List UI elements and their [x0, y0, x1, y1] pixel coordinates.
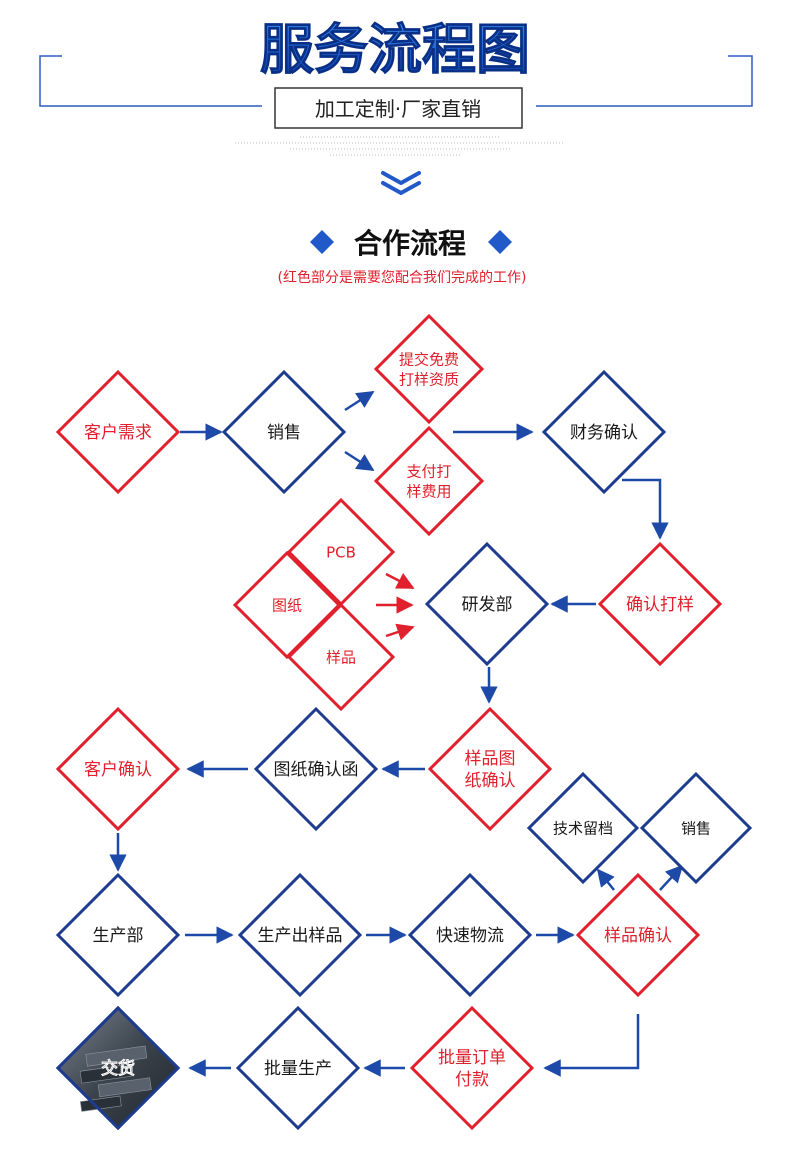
diamond-shape: [575, 872, 701, 998]
diamond-shape: [526, 771, 640, 885]
section-note: (红色部分是需要您配合我们完成的工作): [278, 269, 527, 286]
flow-edges: [109, 390, 684, 1077]
diamond-shape: [597, 541, 723, 667]
node-label: 纸确认: [465, 771, 516, 791]
node-tuzhiquerenhan: 图纸确认函: [253, 706, 379, 832]
node-label: 财务确认: [570, 423, 638, 443]
arrow-caiwuqueren-to-querendayang: [622, 478, 669, 540]
flow-nodes: 客户需求销售提交免费打样资质支付打样费用财务确认确认打样研发部PCB图纸样品样品…: [55, 313, 753, 1131]
node-label: 生产出样品: [258, 926, 343, 946]
node-label: 批量生产: [264, 1059, 332, 1079]
node-label: 客户确认: [84, 760, 152, 780]
node-label: 销售: [681, 819, 711, 837]
photo-bar: [97, 1077, 152, 1098]
node-jiaohuo: 交货: [55, 1005, 181, 1131]
diamond-shape: [373, 313, 485, 425]
diamond-shape: [409, 1005, 535, 1131]
arrow-yangpin-to-yanfabu: [385, 623, 415, 641]
diamond-shape: [55, 872, 181, 998]
node-xiaoshou2: 销售: [639, 771, 753, 885]
node-label: 生产部: [93, 926, 144, 946]
node-label: 样费用: [406, 482, 451, 500]
header-title: 服务流程图: [260, 18, 530, 81]
node-shengchanchuyangpin: 生产出样品: [237, 872, 363, 998]
node-label: 销售: [267, 423, 301, 443]
subtitle-box: [274, 87, 523, 129]
node-label: 付款: [455, 1070, 489, 1090]
diamond-bullet-right-icon: [488, 230, 512, 254]
node-label: 快速物流: [436, 926, 504, 946]
node-label: 图纸确认函: [274, 760, 359, 780]
photo-bar: [79, 1064, 132, 1084]
node-yanfabu: 研发部: [424, 541, 550, 667]
diamond-shape: [424, 541, 550, 667]
node-label: 批量订单: [438, 1048, 506, 1068]
arrow-yangpinqueren-to-jishuliudang: [596, 868, 615, 891]
header-bracket-right: [536, 55, 753, 107]
header-bracket-left: [39, 55, 262, 107]
node-label: 图纸: [272, 596, 302, 614]
node-label: 交货: [101, 1058, 135, 1079]
node-querendayang: 确认打样: [597, 541, 723, 667]
node-kehuqueren: 客户确认: [55, 706, 181, 832]
node-label: 客户需求: [84, 423, 152, 443]
node-label: 打样资质: [399, 370, 459, 388]
diamond-border: [55, 1005, 181, 1131]
arrow-yangpinqueren-to-piliangdingdan: [543, 1014, 640, 1077]
section-header: 合作流程 (红色部分是需要您配合我们完成的工作): [278, 227, 527, 286]
arrow-yangpinqueren-to-xiaoshou2: [659, 864, 684, 891]
node-shengchanbu: 生产部: [55, 872, 181, 998]
node-label: 研发部: [462, 595, 513, 615]
diamond-shape: [55, 706, 181, 832]
node-label: 确认打样: [626, 595, 694, 615]
diamond-shape: [639, 771, 753, 885]
node-yangpinqueren: 样品确认: [575, 872, 701, 998]
diamond-shape: [221, 369, 347, 495]
node-kehuxuqiu: 客户需求: [55, 369, 181, 495]
node-label: 提交免费: [399, 350, 459, 368]
node-xiaoshou1: 销售: [221, 369, 347, 495]
diamond-shape: [237, 872, 363, 998]
node-label: 技术留档: [553, 819, 613, 837]
page-header: 服务流程图 加工定制·厂家直销: [39, 18, 753, 195]
node-label: 样品确认: [604, 926, 672, 946]
node-label: 支付打: [406, 462, 451, 480]
photo-bar: [85, 1045, 148, 1067]
decorative-dots: [235, 136, 565, 156]
node-kuaisuwuliu: 快速物流: [407, 872, 533, 998]
header-subtitle: 加工定制·厂家直销: [315, 97, 481, 121]
node-label: 样品图: [465, 749, 516, 769]
node-yangpin: 样品: [286, 602, 396, 712]
diamond-shape: [541, 369, 667, 495]
diamond-shape: [407, 872, 533, 998]
section-title: 合作流程: [354, 227, 466, 260]
diamond-shape: [55, 369, 181, 495]
node-label: PCB: [326, 543, 356, 561]
arrow-xiaoshou1-to-zhifudayang: [344, 450, 375, 472]
photo-bar: [79, 1095, 122, 1112]
diamond-shape: [235, 1005, 361, 1131]
arrow-xiaoshou1-to-tijiaomianfei: [344, 390, 375, 412]
diamond-shape: [286, 602, 396, 712]
node-piliangshengchan: 批量生产: [235, 1005, 361, 1131]
diamond-shape: [253, 706, 379, 832]
chevron-down-icon: [381, 171, 421, 195]
diamond-shape: [373, 425, 485, 537]
node-label: 样品: [326, 648, 356, 666]
node-jishuliudang: 技术留档: [526, 771, 640, 885]
diamond-shape: [427, 706, 553, 832]
node-pcb: PCB: [286, 497, 396, 607]
node-caiwuqueren: 财务确认: [541, 369, 667, 495]
diamond-bullet-left-icon: [310, 230, 334, 254]
arrow-pcb-to-yanfabu: [385, 572, 415, 590]
